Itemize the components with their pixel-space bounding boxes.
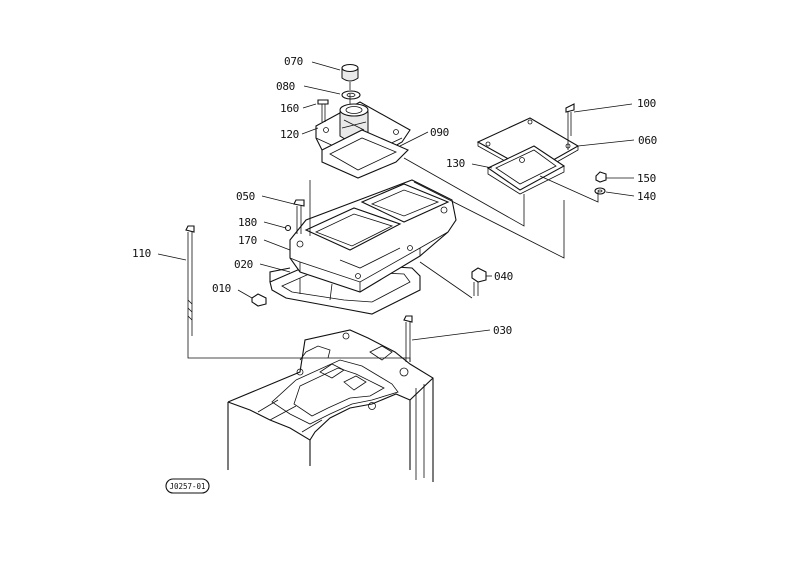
part-labels: 070 080 160 120 090 100 060 130 150 140 … [132, 55, 657, 337]
label-070: 070 [284, 55, 303, 68]
stud-030 [403, 315, 413, 362]
label-160: 160 [280, 102, 299, 115]
label-170: 170 [238, 234, 257, 247]
gasket-090 [321, 129, 409, 179]
label-010: 010 [212, 282, 231, 295]
bolt-050 [293, 199, 305, 234]
label-180: 180 [238, 216, 257, 229]
o-ring-080 [341, 90, 361, 100]
label-020: 020 [234, 258, 253, 271]
bolt-160 [317, 99, 329, 122]
label-130: 130 [446, 157, 465, 170]
dowel-180 [284, 224, 292, 232]
label-080: 080 [276, 80, 295, 93]
washer-140 [594, 187, 606, 195]
leader-lines [157, 61, 635, 341]
label-040: 040 [494, 270, 513, 283]
label-150: 150 [637, 172, 656, 185]
plug-010 [251, 293, 267, 307]
label-050: 050 [236, 190, 255, 203]
bolt-100 [565, 103, 575, 136]
alignment-lines [187, 82, 599, 362]
label-140: 140 [637, 190, 656, 203]
label-110: 110 [132, 247, 151, 260]
engine-block [227, 329, 434, 482]
label-120: 120 [280, 128, 299, 141]
rocker-housing-170 [289, 179, 457, 293]
gasket-130 [486, 145, 566, 195]
nut-150 [595, 171, 607, 183]
stud-110 [185, 225, 195, 336]
label-090: 090 [430, 126, 449, 139]
label-060: 060 [638, 134, 657, 147]
filler-cap-070 [341, 63, 359, 82]
drawing-code: J0257-01 [169, 482, 205, 491]
label-030: 030 [493, 324, 512, 337]
bolt-040 [471, 267, 487, 296]
drawing-code-badge: J0257-01 [165, 478, 210, 494]
label-100: 100 [637, 97, 656, 110]
